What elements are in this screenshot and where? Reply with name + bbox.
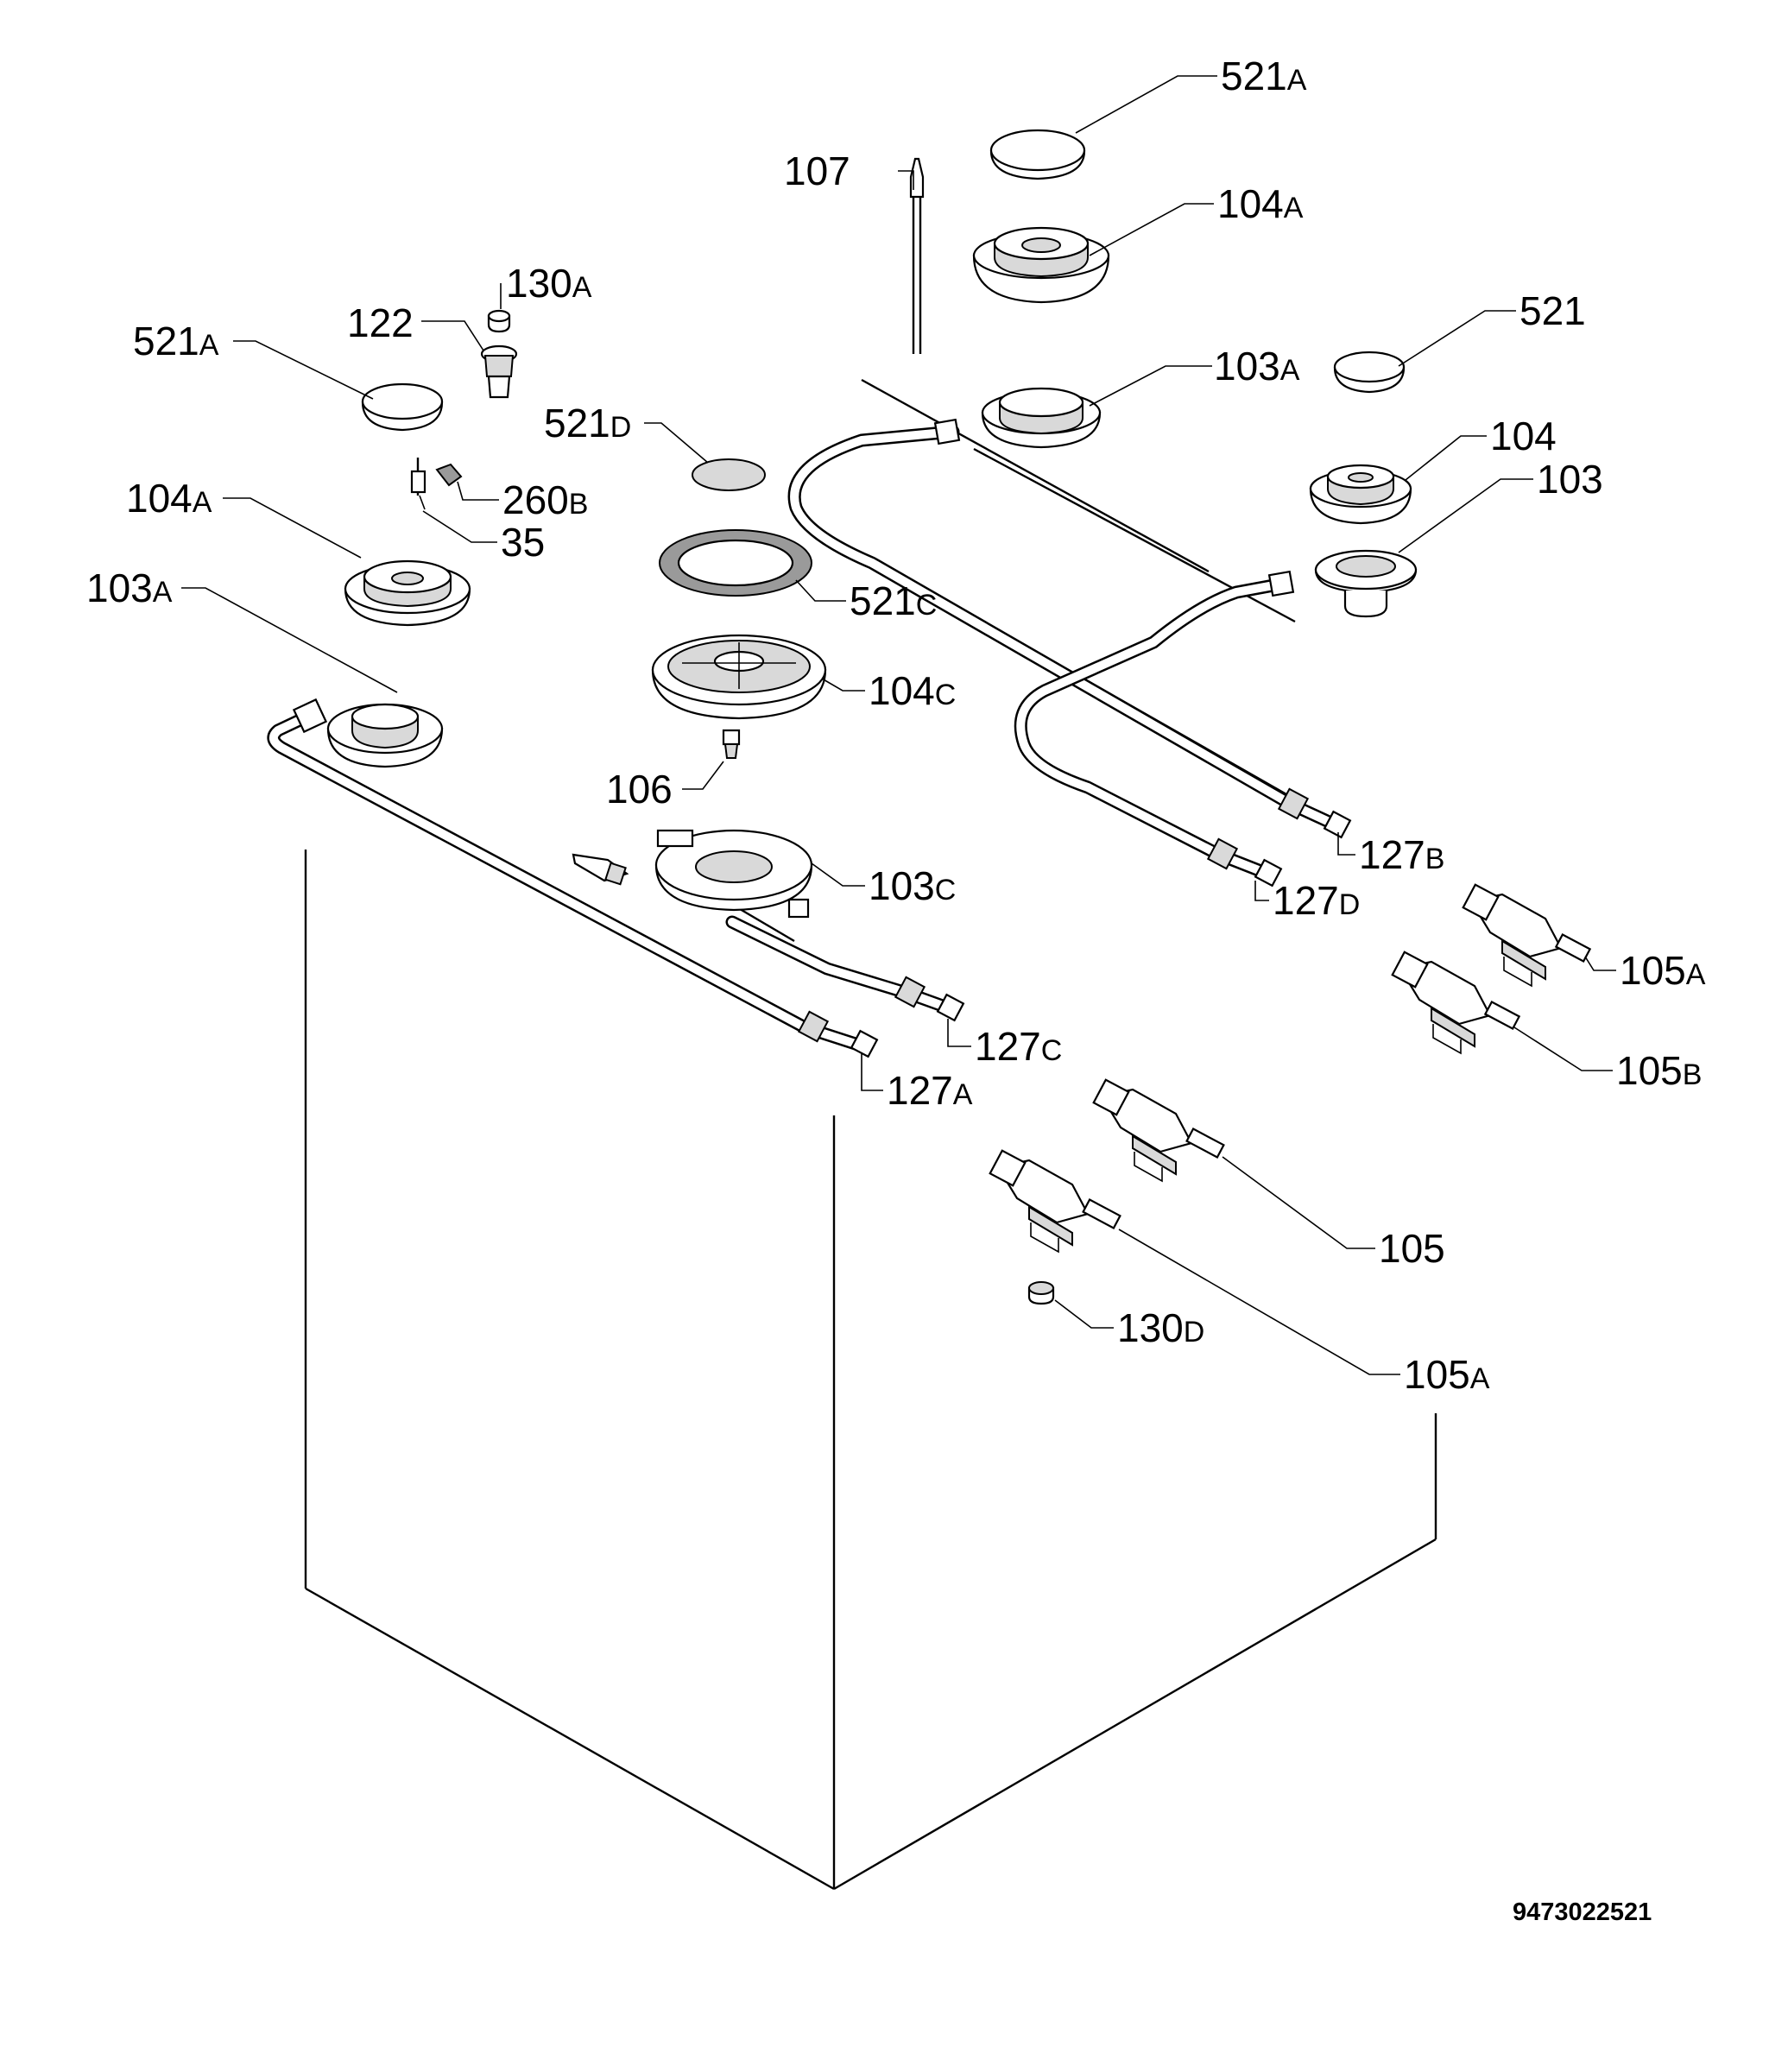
burner-base-103a-top: [981, 387, 1102, 449]
callout-35: 35: [501, 520, 545, 565]
gas-tap-105b: [1391, 951, 1521, 1055]
callout-labels: 521A 107 104A 130A 122 521 521A 103A 521…: [86, 54, 1706, 1397]
gas-tap-105a-right: [1462, 883, 1592, 988]
gas-pipe-127a: [267, 698, 879, 1058]
burner-cap-521a-left: [361, 382, 444, 432]
callout-104a-left: 104A: [126, 476, 212, 521]
callout-127c: 127C: [975, 1024, 1062, 1069]
callout-103a-left: 103A: [86, 565, 173, 610]
callout-105: 105: [1379, 1226, 1445, 1271]
burner-base-103c: [572, 829, 813, 919]
callout-104a-top: 104A: [1217, 181, 1304, 226]
callout-103a-top: 103A: [1214, 344, 1300, 388]
callout-122: 122: [347, 300, 414, 345]
cabinet-outline: [304, 378, 1437, 1891]
callout-103: 103: [1537, 457, 1603, 502]
nut-130d: [1027, 1281, 1055, 1305]
callout-104: 104: [1490, 414, 1557, 458]
injector-holder-122: [480, 344, 518, 399]
clip-260b: [435, 463, 463, 487]
callout-105a-bottom: 105A: [1404, 1352, 1490, 1397]
nut-130a: [487, 309, 511, 333]
flame-spreader-104a-left: [344, 559, 471, 627]
callout-107: 107: [784, 148, 850, 193]
callout-127a: 127A: [887, 1068, 973, 1113]
callout-521: 521: [1519, 288, 1586, 333]
burner-base-103: [1314, 549, 1418, 618]
burner-cap-521: [1333, 351, 1406, 394]
callout-130a: 130A: [506, 261, 592, 306]
callout-260b: 260B: [502, 477, 588, 522]
leader-lines: [181, 75, 1616, 1375]
diagram-code: 9473022521: [1513, 1898, 1652, 1926]
callout-127d: 127D: [1273, 878, 1360, 923]
callout-104c: 104C: [869, 668, 956, 713]
callout-521a-top: 521A: [1221, 54, 1307, 98]
flame-spreader-104c: [651, 634, 827, 720]
cap-521d: [692, 458, 766, 491]
flame-spreader-104: [1309, 464, 1412, 525]
thermocouple-107: [909, 157, 925, 354]
burner-cap-521a-top: [989, 129, 1086, 180]
gas-tap-105a-bottom: [989, 1149, 1121, 1254]
callout-105a-right: 105A: [1620, 948, 1706, 993]
gas-tap-105: [1092, 1078, 1225, 1183]
callout-521c: 521C: [850, 578, 937, 623]
injector-106: [722, 729, 741, 759]
callout-521a-left: 521A: [133, 319, 219, 363]
callout-105b: 105B: [1616, 1048, 1702, 1093]
callout-521d: 521D: [544, 401, 631, 445]
flame-spreader-104a-top: [972, 226, 1110, 304]
gas-pipe-127d: [1014, 570, 1295, 888]
callout-103c: 103C: [869, 863, 956, 908]
ring-521c: [659, 529, 812, 597]
callout-130d: 130D: [1117, 1305, 1204, 1350]
callout-106: 106: [606, 767, 673, 812]
gas-pipe-127c: [725, 915, 965, 1022]
callout-127b: 127B: [1359, 832, 1444, 877]
burner-base-103a-left: [326, 703, 444, 768]
gas-pipe-127b: [787, 418, 1352, 839]
spark-plug-35: [410, 458, 426, 510]
